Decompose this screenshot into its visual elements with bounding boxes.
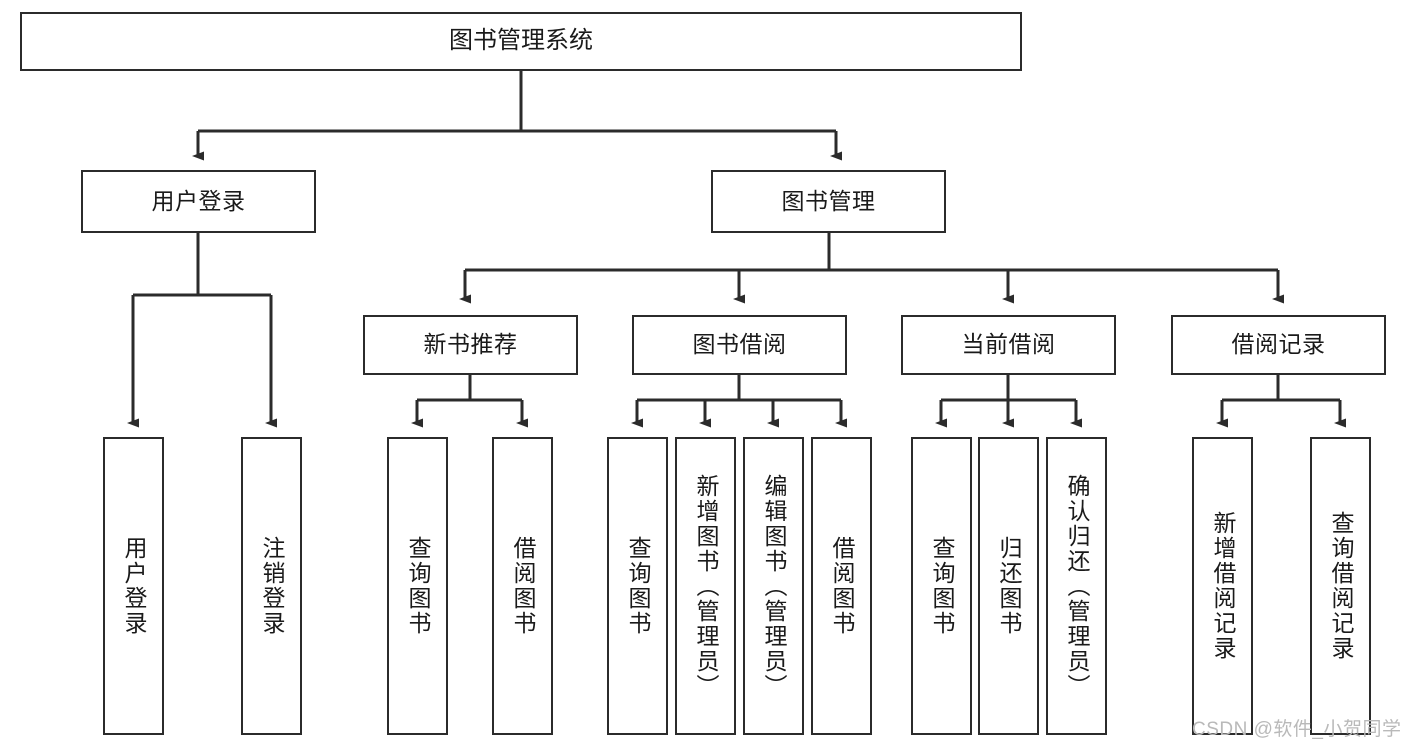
node-leaf-return-book[interactable]: 归还图书 <box>978 437 1039 735</box>
node-current-borrow[interactable]: 当前借阅 <box>901 315 1116 375</box>
node-label: 确认归还（管理员） <box>1064 473 1090 699</box>
node-label: 借阅记录 <box>1231 331 1326 358</box>
node-leaf-logout-login[interactable]: 注销登录 <box>241 437 302 735</box>
node-leaf-borrow-book-1[interactable]: 借阅图书 <box>492 437 553 735</box>
node-leaf-query-book-2[interactable]: 查询图书 <box>607 437 668 735</box>
node-label: 当前借阅 <box>961 331 1056 358</box>
node-label: 查询借阅记录 <box>1328 511 1354 661</box>
node-leaf-edit-book[interactable]: 编辑图书（管理员） <box>743 437 804 735</box>
node-label: 借阅图书 <box>829 536 855 636</box>
node-borrow-record[interactable]: 借阅记录 <box>1171 315 1386 375</box>
node-leaf-query-book-3[interactable]: 查询图书 <box>911 437 972 735</box>
node-leaf-add-book[interactable]: 新增图书（管理员） <box>675 437 736 735</box>
node-label: 查询图书 <box>625 536 651 636</box>
node-label: 新书推荐 <box>423 331 518 358</box>
node-leaf-add-record[interactable]: 新增借阅记录 <box>1192 437 1253 735</box>
node-label: 新增图书（管理员） <box>693 473 719 699</box>
csdn-watermark: CSDN @软件_小贺同学 <box>1192 719 1402 740</box>
node-leaf-query-book-1[interactable]: 查询图书 <box>387 437 448 735</box>
node-label: 归还图书 <box>996 536 1022 636</box>
node-leaf-confirm-return[interactable]: 确认归还（管理员） <box>1046 437 1107 735</box>
node-user-login[interactable]: 用户登录 <box>81 170 316 233</box>
node-label: 编辑图书（管理员） <box>761 473 787 699</box>
node-book-manage[interactable]: 图书管理 <box>711 170 946 233</box>
node-label: 图书管理 <box>781 187 876 214</box>
node-book-management-system[interactable]: 图书管理系统 <box>20 12 1022 71</box>
node-label: 新增借阅记录 <box>1210 511 1236 661</box>
node-label: 用户登录 <box>151 187 246 214</box>
node-label: 查询图书 <box>929 536 955 636</box>
node-label: 注销登录 <box>259 536 285 636</box>
node-label: 查询图书 <box>405 536 431 636</box>
node-leaf-user-login[interactable]: 用户登录 <box>103 437 164 735</box>
node-new-book-recommend[interactable]: 新书推荐 <box>363 315 578 375</box>
node-book-borrow[interactable]: 图书借阅 <box>632 315 847 375</box>
node-leaf-query-record[interactable]: 查询借阅记录 <box>1310 437 1371 735</box>
node-label: 用户登录 <box>121 536 147 636</box>
node-leaf-borrow-book-2[interactable]: 借阅图书 <box>811 437 872 735</box>
node-label: 图书借阅 <box>692 331 787 358</box>
node-label: 借阅图书 <box>510 536 536 636</box>
node-label: 图书管理系统 <box>449 27 593 55</box>
